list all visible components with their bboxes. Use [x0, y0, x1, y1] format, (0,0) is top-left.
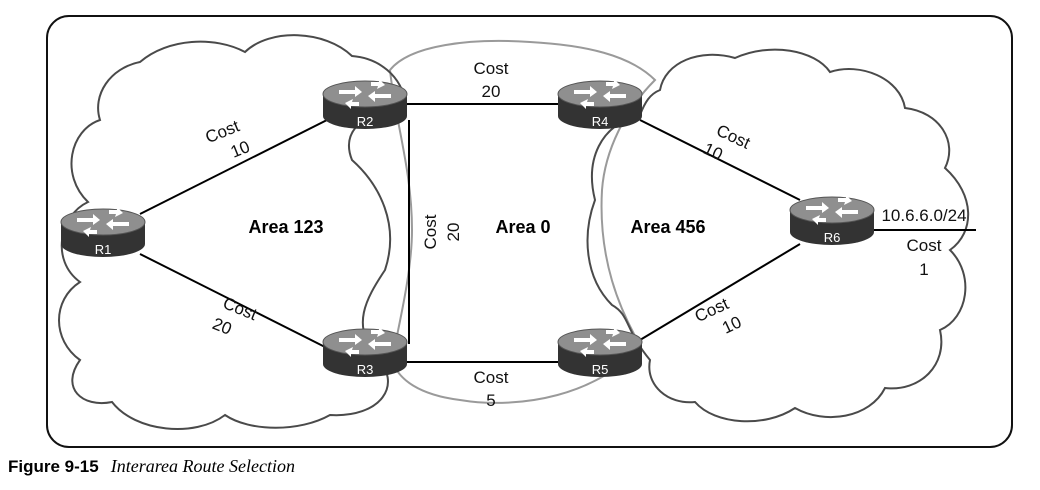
router-label-r5: R5: [592, 362, 609, 377]
figure-caption: Figure 9-15 Interarea Route Selection: [8, 456, 295, 482]
cost-label-r5-r6: Cost 10: [692, 294, 745, 338]
figure-number: Figure 9-15: [8, 457, 99, 476]
router-r3: R3: [323, 327, 407, 377]
cost-label-r1-r3: Cost 20: [210, 293, 260, 339]
cost-value-r2-r3: 20: [444, 223, 463, 242]
area-456-label: Area 456: [630, 217, 705, 237]
router-r2: R2: [323, 79, 407, 129]
link-r5-r6: [639, 243, 801, 341]
cost-word-r6-network: Cost: [907, 236, 942, 255]
area-0-label: Area 0: [495, 217, 550, 237]
cost-value-r3-r5: 5: [486, 391, 495, 410]
cost-word-r3-r5: Cost: [474, 368, 509, 387]
router-label-r6: R6: [824, 230, 841, 245]
link-r4-r6: [639, 119, 801, 201]
figure-title: Interarea Route Selection: [110, 456, 295, 476]
ospf-area-diagram: R1 R2 R3 R4 R5 R6 Area 123 Area 0 Area 4…: [46, 15, 1013, 448]
area-123-label: Area 123: [248, 217, 323, 237]
router-label-r3: R3: [357, 362, 374, 377]
router-r5: R5: [558, 327, 642, 377]
cost-word-r2-r3: Cost: [421, 214, 440, 249]
cost-label-r4-r6: Cost 10: [701, 121, 754, 164]
router-r1: R1: [61, 207, 145, 257]
area-456-cloud: [586, 48, 970, 423]
cost-label-r3-r5: Cost 5: [474, 368, 509, 410]
link-r1-r3: [139, 253, 328, 349]
outer-frame: [46, 15, 1013, 448]
network-prefix-label: 10.6.6.0/24: [881, 206, 966, 225]
router-label-r4: R4: [592, 114, 609, 129]
link-r1-r2: [139, 119, 328, 215]
cost-label-r2-r3: Cost 20: [421, 214, 463, 249]
cost-label-r2-r4: Cost 20: [474, 59, 509, 101]
cost-value-r2-r4: 20: [482, 82, 501, 101]
cost-value-r1-r2: 10: [228, 137, 253, 162]
router-label-r2: R2: [357, 114, 374, 129]
cost-value-r6-network: 1: [919, 260, 928, 279]
router-r4: R4: [558, 79, 642, 129]
cost-word-r2-r4: Cost: [474, 59, 509, 78]
cost-value-r1-r3: 20: [210, 314, 235, 339]
cost-value-r5-r6: 10: [719, 312, 744, 337]
router-label-r1: R1: [95, 242, 112, 257]
router-r6: R6: [790, 195, 874, 245]
